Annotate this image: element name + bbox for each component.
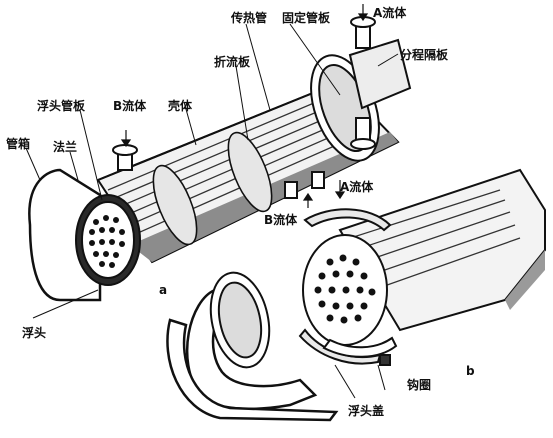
label-floating-head: 浮头 — [22, 326, 47, 340]
exploded-shell-shade — [505, 250, 545, 310]
label-floating-head-cover: 浮头盖 — [348, 404, 385, 418]
label-baffle: 折流板 — [214, 55, 251, 69]
label-fluid-a-mid: A流体 — [340, 180, 374, 194]
label-fluid-b-left: B流体 — [113, 99, 147, 113]
label-fluid-b-bottom: B流体 — [264, 213, 298, 227]
right-channel — [348, 38, 412, 110]
flow-arrows — [120, 4, 369, 208]
baffles — [152, 131, 273, 246]
label-channel: 管箱 — [6, 137, 31, 151]
label-hook-ring: 钩圈 — [407, 378, 432, 392]
nozzle-b — [112, 144, 325, 199]
floating-head-cover — [185, 288, 318, 411]
exploded-tubesheet-holes — [314, 254, 376, 324]
label-shell: 壳体 — [168, 99, 193, 113]
subfigure-label-a: a — [159, 283, 168, 297]
label-flange: 法兰 — [53, 140, 78, 154]
hook-ring-small — [322, 336, 398, 366]
label-pass-partition: 分程隔板 — [400, 48, 449, 62]
label-floating-tubesheet: 浮头管板 — [37, 99, 86, 113]
flange-rings — [209, 271, 271, 369]
tubesheet-holes — [89, 215, 125, 268]
shell-cover — [166, 318, 339, 422]
label-fluid-a-top: A流体 — [373, 6, 407, 20]
label-fixed-tubesheet: 固定管板 — [282, 11, 331, 25]
floating-tubesheet — [75, 194, 141, 286]
label-tube: 传热管 — [231, 11, 268, 25]
subfigure-label-b: b — [466, 364, 475, 378]
nozzle-a-top — [350, 16, 376, 150]
leader-lines — [25, 23, 399, 399]
